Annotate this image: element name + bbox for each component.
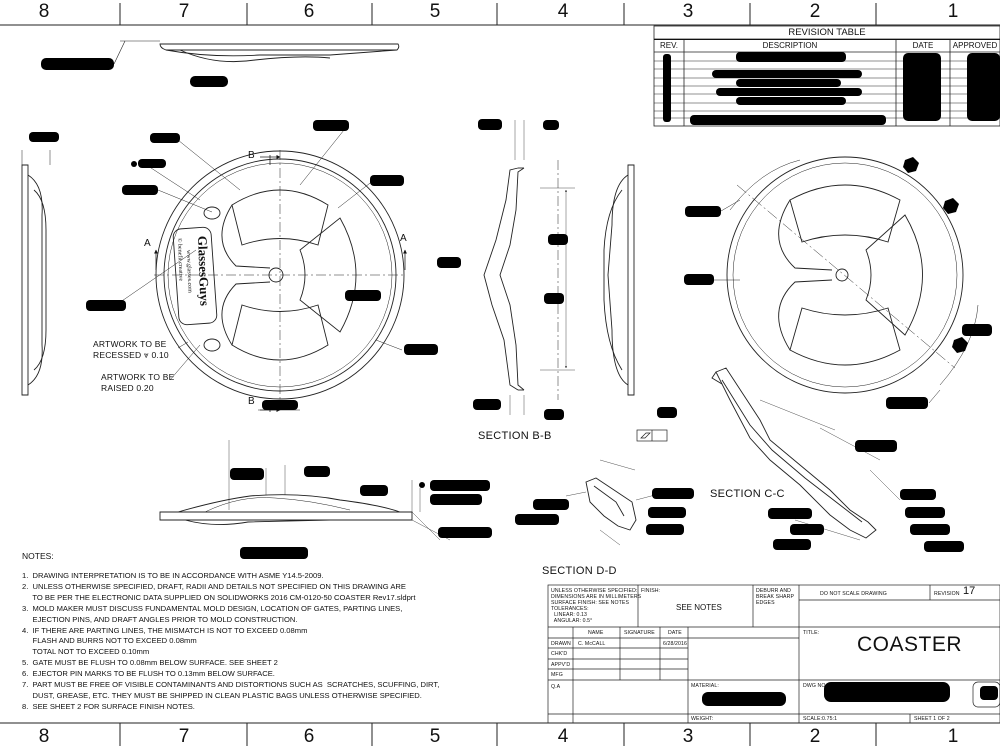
drawing-title: COASTER bbox=[857, 633, 963, 656]
drawn-label: DRAWN bbox=[551, 641, 571, 647]
section-bb-label: SECTION B-B bbox=[478, 430, 552, 442]
approved-label: APPV'D bbox=[551, 662, 571, 668]
revision-table-title: REVISION TABLE bbox=[654, 26, 1000, 40]
section-cc-redactions bbox=[768, 440, 964, 552]
top-profile-view bbox=[120, 40, 400, 63]
zone-label: 5 bbox=[429, 726, 441, 747]
right-side-view bbox=[603, 164, 635, 396]
description-header: DESCRIPTION bbox=[762, 41, 818, 50]
section-cc-label: SECTION C-C bbox=[710, 488, 785, 500]
bottom-view-redactions bbox=[230, 466, 492, 559]
note-line: 4. IF THERE ARE PARTING LINES, THE MISMA… bbox=[22, 625, 308, 635]
notes-list: 1. DRAWING INTERPRETATION IS TO BE IN AC… bbox=[22, 571, 542, 713]
tolerance-note: UNLESS OTHERWISE SPECIFIED: DIMENSIONS A… bbox=[551, 588, 642, 624]
zone-label: 4 bbox=[557, 1, 569, 22]
note-line: FLASH AND BURRS NOT TO EXCEED 0.08mm bbox=[22, 636, 197, 646]
section-marker-a-right: A bbox=[400, 233, 407, 244]
main-view-redactions bbox=[86, 120, 438, 410]
approved-header: APPROVED bbox=[952, 41, 998, 50]
mfg-label: MFG bbox=[551, 672, 563, 678]
section-cc-view bbox=[711, 367, 901, 541]
title-block-grid bbox=[547, 584, 1000, 724]
zone-label: 6 bbox=[303, 1, 315, 22]
revision-table-redactions bbox=[663, 52, 1000, 125]
date-header: DATE bbox=[912, 41, 934, 50]
name-header: NAME bbox=[588, 630, 604, 636]
zone-label: 7 bbox=[178, 1, 190, 22]
rev-header: REV. bbox=[660, 41, 678, 50]
title-label: TITLE: bbox=[803, 630, 820, 636]
deburr-note: DEBURR AND BREAK SHARP EDGES bbox=[756, 588, 795, 606]
artwork-text: GlassesGuys www.glasses.com © benefit cr… bbox=[176, 236, 212, 307]
section-marker-b-top: B bbox=[248, 150, 255, 161]
zone-label: 3 bbox=[682, 726, 694, 747]
left-profile-view bbox=[21, 150, 51, 396]
drawn-date: 6/28/2016 bbox=[663, 641, 687, 647]
zone-label: 7 bbox=[178, 726, 190, 747]
top-view-redactions bbox=[41, 58, 228, 87]
note-line: 7. PART MUST BE FREE OF VISIBLE CONTAMIN… bbox=[22, 680, 440, 690]
notes-title: NOTES: bbox=[22, 551, 54, 561]
section-bb-view bbox=[483, 120, 575, 415]
revision-value: 17 bbox=[963, 585, 976, 597]
weight-label: WEIGHT: bbox=[691, 716, 714, 722]
leader-lines bbox=[115, 124, 403, 411]
do-not-scale-note: DO NOT SCALE DRAWING bbox=[820, 591, 887, 597]
note-line: 1. DRAWING INTERPRETATION IS TO BE IN AC… bbox=[22, 571, 324, 580]
zone-label: 4 bbox=[557, 726, 569, 747]
note-line: 2. UNLESS OTHERWISE SPECIFIED, DRAFT, RA… bbox=[22, 581, 406, 591]
note-line: 6. EJECTOR PIN MARKS TO BE FLUSH TO 0.13… bbox=[22, 669, 275, 679]
section-dd-view bbox=[565, 459, 656, 546]
zone-label: 6 bbox=[303, 726, 315, 747]
sheet-label: SHEET 1 OF 2 bbox=[914, 716, 950, 722]
section-dd-redactions bbox=[515, 488, 694, 535]
zone-label: 3 bbox=[682, 1, 694, 22]
zone-label: 1 bbox=[947, 1, 959, 22]
qa-label: Q.A bbox=[551, 684, 561, 690]
section-bb-redactions bbox=[437, 119, 677, 420]
artwork-line2: www.glasses.com bbox=[185, 250, 193, 293]
section-dd-label: SECTION D-D bbox=[542, 565, 617, 577]
artwork-line3: © benefit creative bbox=[176, 238, 185, 282]
date-header: DATE bbox=[668, 630, 682, 636]
note-line: 8. SEE SHEET 2 FOR SURFACE FINISH NOTES. bbox=[22, 701, 195, 711]
zone-label: 5 bbox=[429, 1, 441, 22]
artwork-line1: GlassesGuys bbox=[195, 236, 212, 307]
note-line: DUST, GREASE, ETC. THEY MUST BE SHIPPED … bbox=[22, 690, 422, 700]
zone-label: 2 bbox=[809, 726, 821, 747]
note-line: TOTAL NOT TO EXCEED 0.10mm bbox=[22, 647, 150, 657]
zone-label: 2 bbox=[809, 1, 821, 22]
centerlines bbox=[154, 150, 406, 402]
detail-view-redactions bbox=[684, 157, 992, 409]
section-marker-a-left: A bbox=[144, 238, 151, 249]
zone-label: 1 bbox=[947, 726, 959, 747]
signature-header: SIGNATURE bbox=[624, 630, 655, 636]
note-line: 3. MOLD MAKER MUST DISCUSS FUNDAMENTAL M… bbox=[22, 603, 403, 613]
finish-label: FINISH: bbox=[641, 588, 661, 594]
artwork-recessed-note: ARTWORK TO BE RECESSED ⩔ 0.10 bbox=[93, 339, 169, 360]
drawn-name: C. McCALL bbox=[578, 641, 606, 647]
zone-label: 8 bbox=[38, 726, 50, 747]
material-label: MATERIAL: bbox=[691, 683, 719, 689]
section-arrows bbox=[154, 155, 407, 412]
section-marker-b-bottom: B bbox=[248, 396, 255, 407]
revision-label: REVISION bbox=[934, 591, 960, 597]
title-block-redactions bbox=[702, 682, 998, 706]
bottom-profile-view bbox=[159, 440, 451, 541]
revision-table: REVISION TABLE REV. DESCRIPTION DATE APP… bbox=[654, 26, 1000, 126]
sheet-border bbox=[0, 3, 1000, 746]
detail-view-right bbox=[726, 156, 979, 394]
artwork-raised-note: ARTWORK TO BE RAISED 0.20 bbox=[101, 372, 175, 393]
note-line: EJECTION PINS, AND DRAFT ANGLES PRIOR TO… bbox=[22, 614, 298, 624]
flatness-callout bbox=[636, 429, 668, 442]
note-line: 5. GATE MUST BE FLUSH TO 0.08mm BELOW SU… bbox=[22, 658, 278, 668]
note-line: TO BE PER THE ELECTRONIC DATA SUPPLIED O… bbox=[22, 592, 416, 602]
zone-label: 8 bbox=[38, 1, 50, 22]
checked-label: CHK'D bbox=[551, 651, 568, 657]
finish-value: SEE NOTES bbox=[676, 603, 722, 612]
dwg-number-label: DWG NO. bbox=[803, 683, 828, 689]
scale-label: SCALE:0.75:1 bbox=[803, 716, 838, 722]
